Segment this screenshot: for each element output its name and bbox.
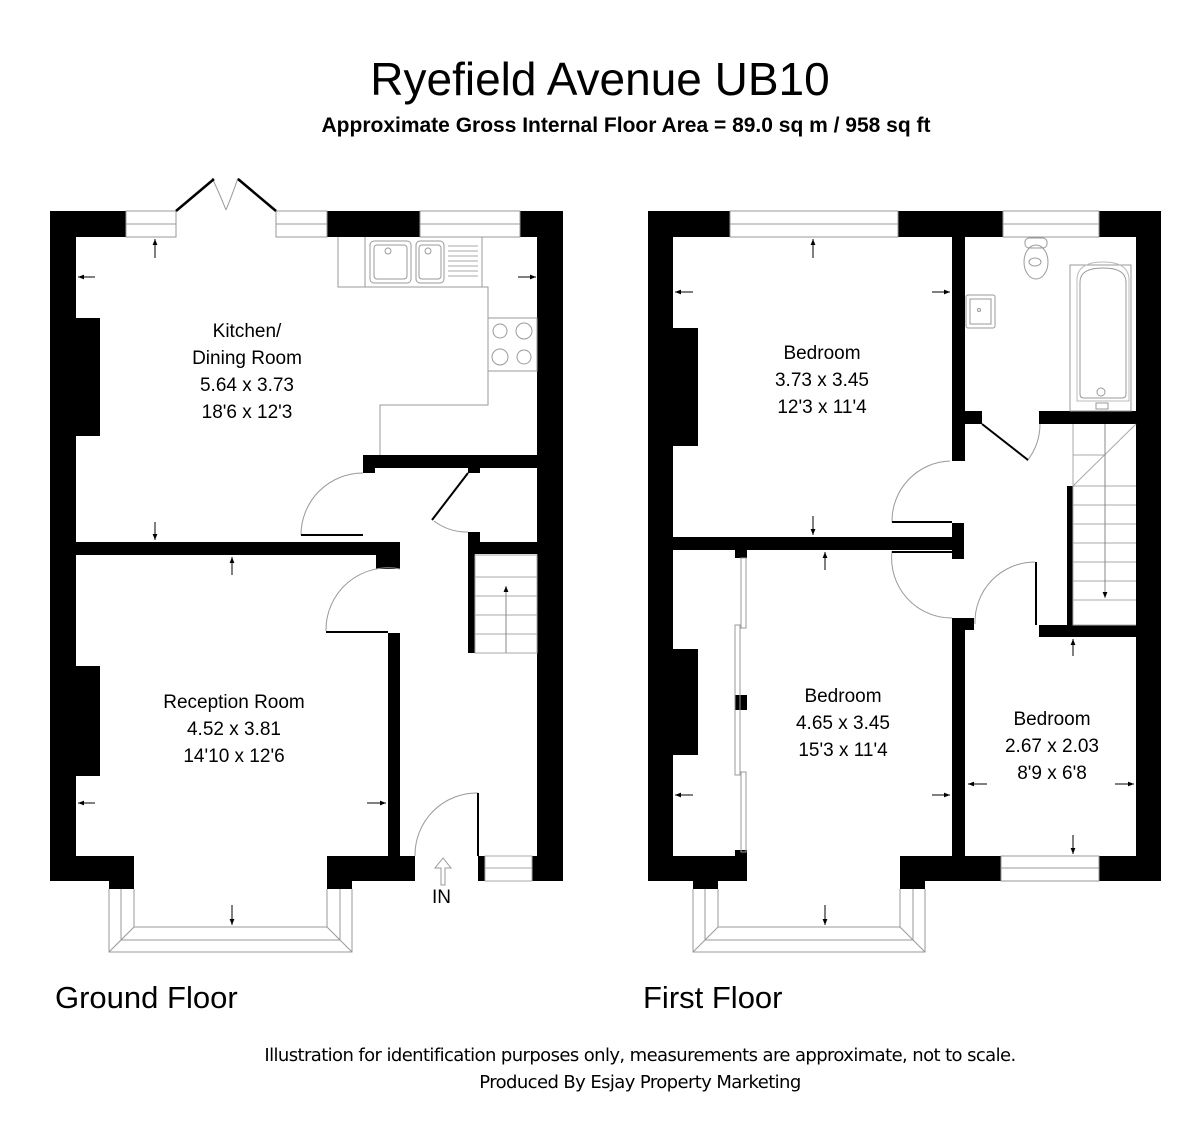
room-name: Reception Room <box>163 692 305 713</box>
room-metric: 2.67 x 2.03 <box>1004 736 1100 757</box>
room-imperial: 8'9 x 6'8 <box>1017 763 1087 784</box>
room-name: Bedroom <box>783 343 861 364</box>
ground-floor-label: Ground Floor <box>55 980 238 1015</box>
room-label-bedroom-1: Bedroom 3.73 x 3.45 12'3 x 11'4 <box>775 340 869 421</box>
page-title: Ryefield Avenue UB10 <box>370 53 830 105</box>
room-name: Kitchen/ <box>212 321 282 342</box>
room-metric: 5.64 x 3.73 <box>199 375 295 396</box>
room-metric: 4.52 x 3.81 <box>186 719 282 740</box>
room-name: Bedroom <box>1013 709 1091 730</box>
room-imperial: 14'10 x 12'6 <box>183 746 285 767</box>
room-imperial: 12'3 x 11'4 <box>777 397 867 418</box>
room-label-reception: Reception Room 4.52 x 3.81 14'10 x 12'6 <box>163 689 305 770</box>
entrance-label: IN <box>432 887 451 908</box>
room-metric: 3.73 x 3.45 <box>774 370 870 391</box>
first-floor-plan <box>648 210 1161 953</box>
room-name: Bedroom <box>804 686 882 707</box>
room-imperial: 18'6 x 12'3 <box>201 402 293 423</box>
first-floor-label: First Floor <box>643 980 783 1015</box>
credit-text: Produced By Esjay Property Marketing <box>479 1072 801 1093</box>
disclaimer-text: Illustration for identification purposes… <box>264 1045 1016 1066</box>
room-name-line2: Dining Room <box>192 348 302 369</box>
room-label-bedroom-3: Bedroom 2.67 x 2.03 8'9 x 6'8 <box>1005 706 1099 787</box>
room-imperial: 15'3 x 11'4 <box>798 740 888 761</box>
floor-area-subtitle: Approximate Gross Internal Floor Area = … <box>321 114 931 137</box>
ground-floor-plan <box>50 177 563 953</box>
room-metric: 4.65 x 3.45 <box>795 713 891 734</box>
room-label-bedroom-2: Bedroom 4.65 x 3.45 15'3 x 11'4 <box>796 683 890 764</box>
room-label-kitchen-dining: Kitchen/ Dining Room 5.64 x 3.73 18'6 x … <box>192 318 302 426</box>
